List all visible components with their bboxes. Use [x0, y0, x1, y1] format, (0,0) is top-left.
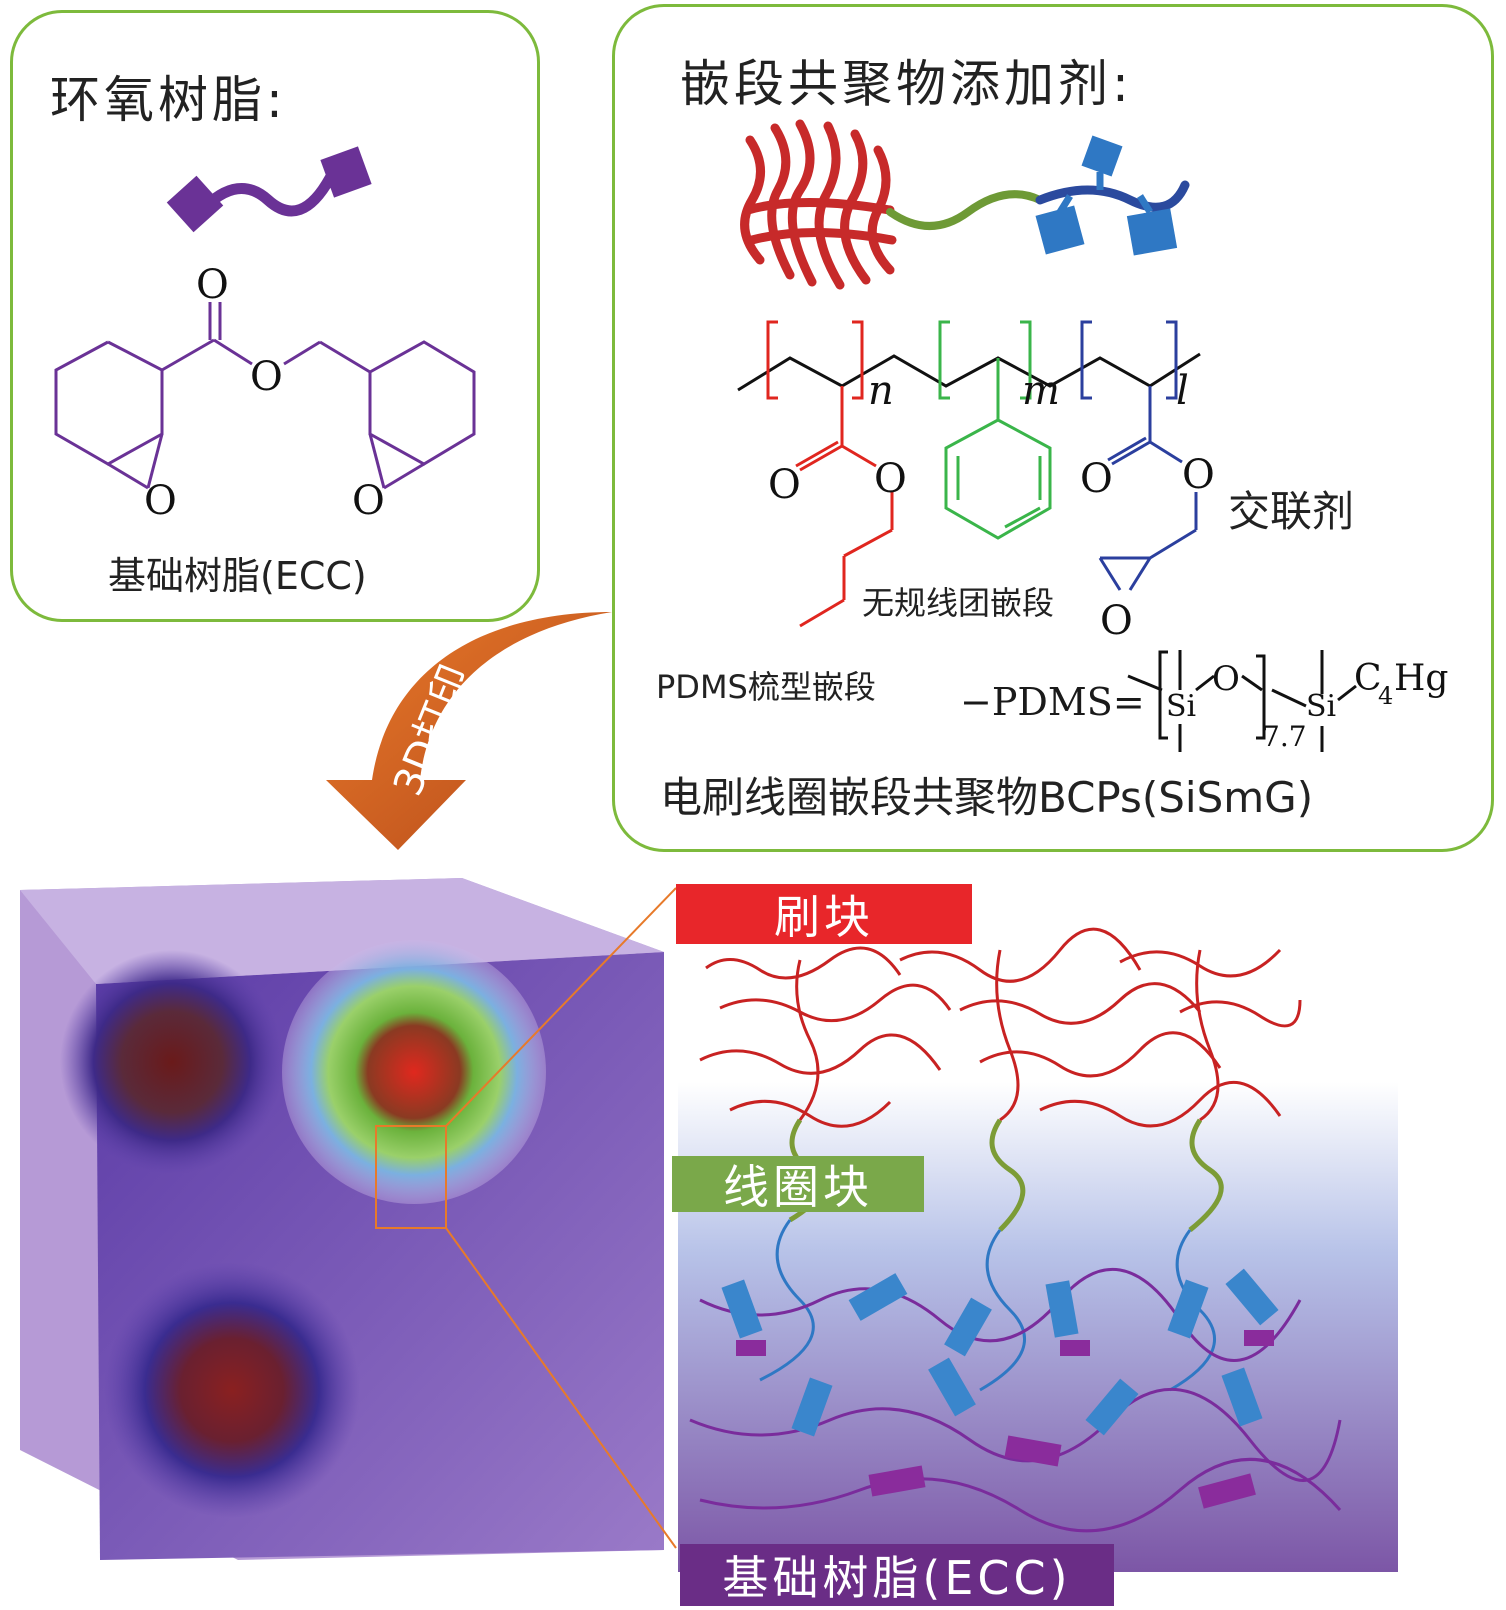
block-copolymer-title: 嵌段共聚物添加剂: [680, 55, 1133, 113]
repeat-n-label: n [868, 368, 894, 414]
pdms-si1-label: Si [1166, 689, 1196, 724]
right-epoxide-oxygen-label: O [352, 478, 385, 524]
pdms-repeat-subscript: 7.7 [1262, 720, 1307, 753]
epoxy-resin-title: 环氧树脂: [50, 71, 287, 129]
blue-carbonyl-o-label: O [1080, 456, 1113, 502]
pdms-comb-block-label: PDMS梳型嵌段 [656, 668, 876, 706]
bcp-caption: 电刷线圈嵌段共聚物BCPs(SiSmG) [660, 773, 1314, 822]
repeat-m-label: m [1022, 368, 1060, 414]
pdms-definition-label: −PDMS= [960, 680, 1145, 724]
pdms-si2-label: Si [1306, 689, 1336, 724]
brush-block-banner: 刷块 [676, 884, 972, 944]
crosslinker-label: 交联剂 [1228, 487, 1355, 536]
ester-oxygen-label: O [250, 354, 283, 400]
red-ester-o-label: O [874, 456, 907, 502]
ecc-caption: 基础树脂(ECC) [108, 554, 367, 598]
epoxy-resin-panel [10, 10, 540, 622]
base-resin-banner: 基础树脂(ECC) [680, 1544, 1114, 1606]
pdms-c-label: C [1354, 658, 1382, 699]
red-carbonyl-o-label: O [768, 462, 801, 508]
pdms-c-subscript: 4 [1378, 682, 1393, 710]
epoxide-o-label: O [1100, 598, 1133, 644]
pdms-hg-label: Hg [1394, 658, 1448, 699]
carbonyl-oxygen-label: O [196, 262, 229, 308]
pdms-oxygen-label: O [1212, 659, 1240, 699]
repeat-l-label: l [1176, 368, 1189, 414]
block-copolymer-panel [612, 4, 1494, 852]
random-coil-block-label: 无规线团嵌段 [862, 584, 1055, 622]
coil-block-banner: 线圈块 [672, 1156, 924, 1214]
blue-ester-o-label: O [1182, 452, 1215, 498]
left-epoxide-oxygen-label: O [144, 478, 177, 524]
